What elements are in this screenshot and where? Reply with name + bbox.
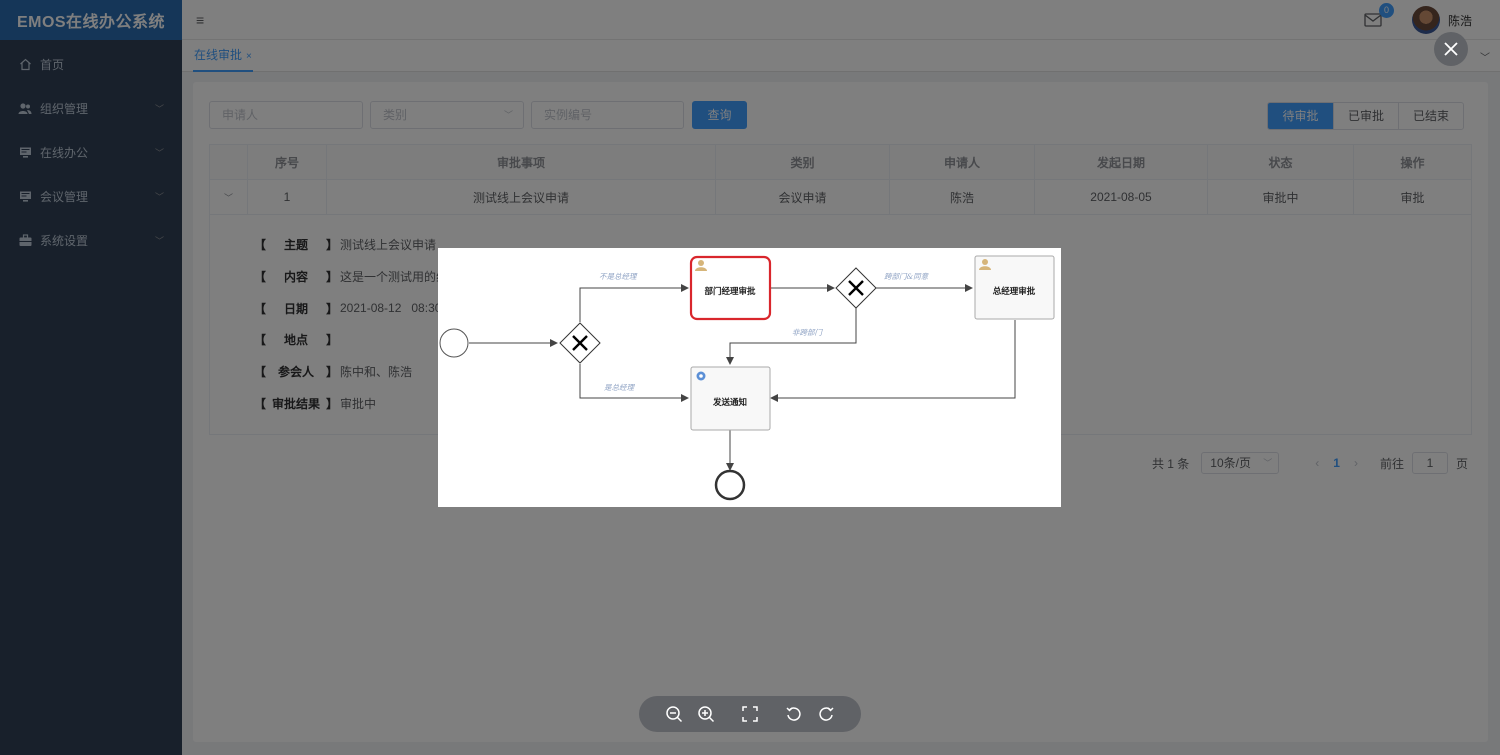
user-icon bbox=[695, 260, 707, 271]
rotate-right-icon bbox=[819, 707, 834, 721]
task-general-manager: 总经理审批 bbox=[974, 255, 1055, 320]
close-icon bbox=[1444, 42, 1458, 56]
viewer-toolbar bbox=[639, 696, 861, 732]
fullscreen-icon bbox=[742, 706, 758, 722]
svg-text:总经理审批: 总经理审批 bbox=[993, 286, 1036, 296]
flow-label-not-gm: 不是总经理 bbox=[599, 272, 638, 281]
task-send-notification: 发送通知 bbox=[690, 366, 771, 431]
end-event bbox=[714, 469, 746, 501]
rotate-left-icon bbox=[786, 707, 801, 721]
bpmn-diagram: 不是总经理 是总经理 跨部门&同意 非跨部门 部门经理审批 bbox=[439, 255, 1055, 501]
bpmn-diagram-image: 不是总经理 是总经理 跨部门&同意 非跨部门 部门经理审批 bbox=[438, 248, 1061, 507]
rotate-left-button[interactable] bbox=[783, 703, 805, 725]
svg-text:部门经理审批: 部门经理审批 bbox=[704, 286, 756, 296]
fit-screen-button[interactable] bbox=[739, 703, 761, 725]
zoom-in-icon bbox=[698, 706, 715, 723]
task-dept-manager: 部门经理审批 bbox=[689, 255, 772, 321]
gear-icon bbox=[696, 371, 706, 381]
zoom-out-button[interactable] bbox=[663, 703, 685, 725]
start-event bbox=[439, 328, 469, 358]
flow-label-non-cross: 非跨部门 bbox=[792, 328, 823, 337]
rotate-right-button[interactable] bbox=[815, 703, 837, 725]
exclusive-gateway-2 bbox=[835, 267, 877, 309]
zoom-out-icon bbox=[666, 706, 683, 723]
flow-label-is-gm: 是总经理 bbox=[604, 383, 635, 392]
zoom-in-button[interactable] bbox=[695, 703, 717, 725]
exclusive-gateway-1 bbox=[559, 322, 601, 364]
close-viewer-button[interactable] bbox=[1434, 32, 1468, 66]
svg-text:发送通知: 发送通知 bbox=[712, 397, 747, 407]
flow-label-cross-agree: 跨部门&同意 bbox=[884, 272, 930, 281]
user-icon bbox=[979, 259, 991, 270]
